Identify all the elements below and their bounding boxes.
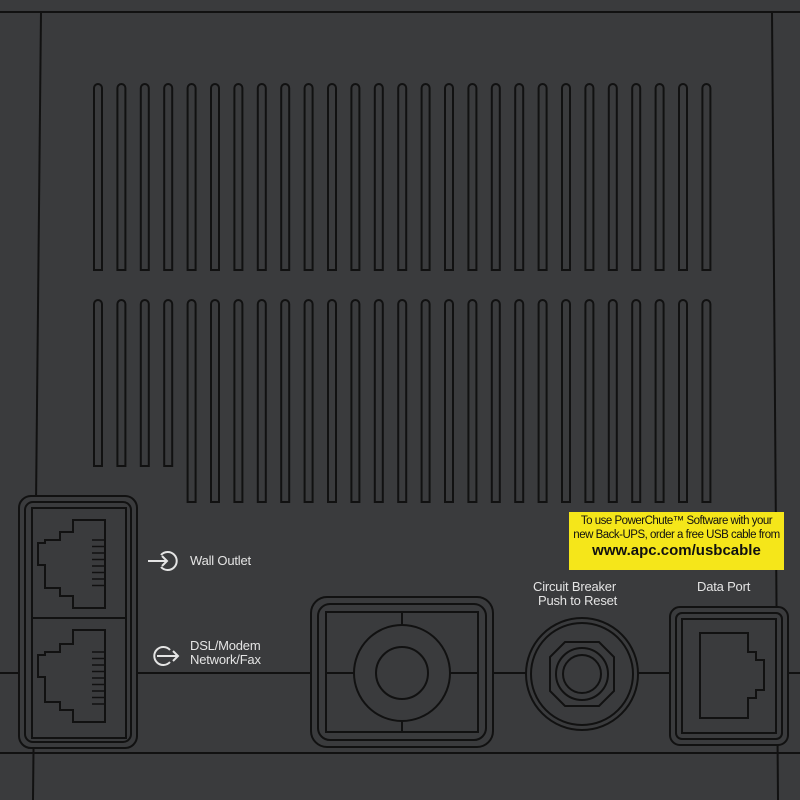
vent-slot: [607, 299, 618, 503]
vent-slot: [186, 299, 197, 503]
vent-slot: [490, 299, 501, 503]
vent-slot: [631, 83, 642, 271]
data-port[interactable]: [669, 606, 789, 746]
vent-slot: [397, 299, 408, 503]
dsl-modem-label: DSL/Modem: [190, 638, 261, 653]
circuit-breaker-button[interactable]: [525, 617, 639, 731]
vent-slot: [701, 83, 712, 271]
push-to-reset-label: Push to Reset: [538, 593, 618, 608]
circuit-breaker-label: Circuit Breaker: [533, 579, 616, 594]
vent-slot: [233, 299, 244, 503]
vent-slot: [514, 299, 525, 503]
vent-slot: [561, 299, 571, 503]
vent-slot: [444, 83, 454, 271]
power-inlet[interactable]: [310, 596, 494, 748]
phone-jack-block: [18, 495, 138, 749]
vent-slot: [561, 83, 571, 271]
sticker-line-2: new Back-UPS, order a free USB cable fro…: [573, 529, 780, 541]
vent-slot: [139, 299, 150, 467]
arrow-out-circle-icon: [153, 646, 180, 666]
vent-slot: [233, 83, 244, 271]
vent-slot: [678, 83, 688, 271]
data-port-label: Data Port: [697, 579, 751, 594]
vent-slot: [93, 83, 103, 271]
vent-slot: [607, 83, 618, 271]
vent-slot: [678, 299, 688, 503]
vent-slot: [444, 299, 454, 503]
vent-slot: [701, 299, 712, 503]
vent-slot: [303, 299, 314, 503]
vent-slot: [537, 299, 548, 503]
wall-outlet-jack[interactable]: [37, 519, 106, 609]
vent-slot: [467, 299, 478, 503]
vent-slot: [584, 83, 595, 271]
vent-slot: [210, 299, 220, 503]
vent-slot: [163, 83, 174, 271]
vent-slot: [93, 299, 103, 467]
vent-slot: [256, 299, 267, 503]
vent-slot: [280, 83, 291, 271]
vent-slot: [397, 83, 408, 271]
vent-slot: [514, 83, 525, 271]
vent-slot: [163, 299, 174, 467]
vent-slot: [420, 83, 431, 271]
vent-slot: [373, 299, 384, 503]
vent-grille: [93, 83, 712, 503]
dsl-modem-jack[interactable]: [37, 629, 106, 723]
wall-outlet-label: Wall Outlet: [190, 553, 251, 568]
vent-slot: [584, 299, 595, 503]
sticker-url: www.apc.com/usbcable: [592, 542, 761, 559]
vent-slot: [373, 83, 384, 271]
vent-slot: [327, 83, 337, 271]
vent-slot: [654, 299, 665, 503]
vent-slot: [654, 83, 665, 271]
usb-cable-sticker: To use PowerChute™ Software with your ne…: [569, 512, 784, 570]
sticker-line-1: To use PowerChute™ Software with your: [580, 515, 773, 527]
vent-slot: [537, 83, 548, 271]
vent-slot: [327, 299, 337, 503]
vent-slot: [210, 83, 220, 271]
network-fax-label: Network/Fax: [190, 652, 261, 667]
vent-slot: [116, 83, 127, 271]
vent-slot: [631, 299, 642, 503]
arrow-in-circle-icon: [148, 551, 178, 571]
vent-slot: [280, 299, 291, 503]
vent-slot: [186, 83, 197, 271]
vent-slot: [139, 83, 150, 271]
vent-slot: [350, 83, 361, 271]
vent-slot: [350, 299, 361, 503]
vent-slot: [303, 83, 314, 271]
vent-slot: [256, 83, 267, 271]
vent-slot: [490, 83, 501, 271]
vent-slot: [420, 299, 431, 503]
vent-slot: [467, 83, 478, 271]
vent-slot: [116, 299, 127, 467]
